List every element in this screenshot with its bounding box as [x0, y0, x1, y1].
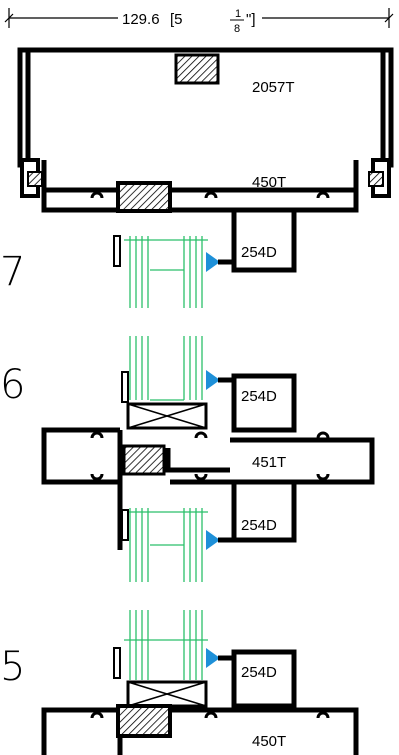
jamb-anchor-left — [20, 158, 43, 198]
floor7-gasket — [206, 252, 220, 272]
floor6-lower-unit: 254D — [121, 479, 297, 582]
dimension-fraction-numerator: 1 — [235, 8, 241, 20]
dimension-fraction-denominator: 8 — [234, 23, 240, 35]
floor6-vent-254D-lower — [231, 479, 297, 543]
label-2057T: 2057T — [252, 79, 295, 96]
floor7-vent-254D — [231, 207, 297, 273]
floor5-vent-254D — [231, 649, 297, 709]
floor5-setting-block — [126, 680, 208, 708]
dimension-imperial-close: "] — [246, 11, 256, 28]
label-450T-top: 450T — [252, 174, 286, 191]
head-frame-2057T — [17, 47, 394, 168]
floor7-glass — [124, 236, 208, 308]
dimension-line: 129.6 [5 1 8 "] — [4, 8, 394, 35]
sill-frame-450T-top — [41, 160, 359, 213]
floor7-glazing-bead — [113, 235, 121, 267]
jamb-anchor-right — [368, 158, 391, 198]
floor5-gasket — [206, 648, 220, 668]
floor6-lower-gasket — [206, 530, 220, 550]
dimension-value: 129.6 — [122, 11, 160, 28]
floor6-upper-unit: 254D — [121, 336, 297, 433]
label-254D-7: 254D — [241, 244, 277, 261]
floor6-upper-gasket — [206, 370, 220, 390]
label-450T-bottom: 450T — [252, 733, 286, 750]
floor7-unit: 254D — [113, 207, 297, 308]
label-254D-6b: 254D — [241, 517, 277, 534]
floor6-lower-glass — [124, 508, 208, 582]
floor-number-6: 6 — [0, 362, 25, 408]
floor-number-7: 7 — [0, 249, 25, 295]
label-451T: 451T — [252, 454, 286, 471]
floor6-vent-254D-upper — [231, 373, 297, 433]
floor6-setting-block — [126, 402, 208, 430]
label-254D-5: 254D — [241, 664, 277, 681]
floor5-glass — [124, 610, 208, 680]
floor-number-5: 5 — [0, 644, 25, 690]
floor6-upper-glass — [129, 336, 203, 401]
label-254D-6a: 254D — [241, 388, 277, 405]
sill-frame-450T-bottom — [41, 704, 359, 755]
dimension-imperial-open: [5 — [170, 11, 183, 28]
floor5-unit: 254D — [113, 610, 297, 709]
